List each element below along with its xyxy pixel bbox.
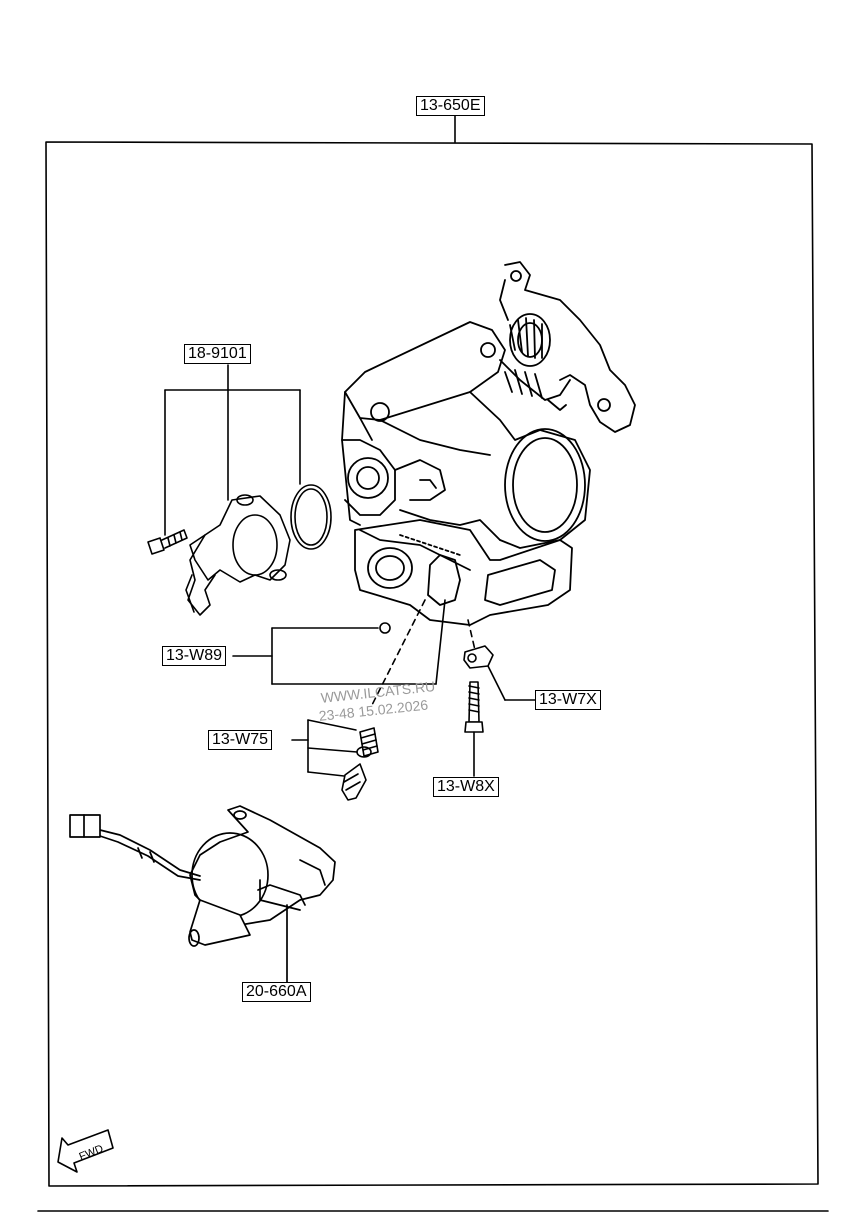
gasket-leader-lines: [232, 599, 446, 685]
w8x-bolt: [464, 681, 484, 777]
sensor-screw: [147, 529, 188, 555]
fwd-arrow-icon: [57, 1129, 114, 1173]
callout-actuator: 20-660A: [242, 982, 311, 1002]
w75-parts: [291, 719, 379, 801]
callout-w7x: 13-W7X: [535, 690, 601, 710]
callout-gasket: 13-W89: [162, 646, 227, 666]
w7x-part: [463, 645, 537, 701]
callout-assembly: 13-650E: [416, 96, 485, 116]
callout-w8x: 13-W8X: [433, 777, 499, 797]
sensor-o-ring: [290, 484, 332, 550]
callout-tps: 18-9101: [184, 344, 251, 364]
idle-actuator: [69, 805, 336, 983]
alignment-lines: [371, 599, 476, 706]
assembly-frame: [45, 141, 819, 1187]
throttle-position-sensor: [185, 494, 291, 616]
tps-leader-lines: [164, 364, 301, 536]
callout-w75: 13-W75: [208, 730, 273, 750]
gasket-seal-part: [379, 622, 391, 634]
throttle-body: [341, 261, 636, 626]
